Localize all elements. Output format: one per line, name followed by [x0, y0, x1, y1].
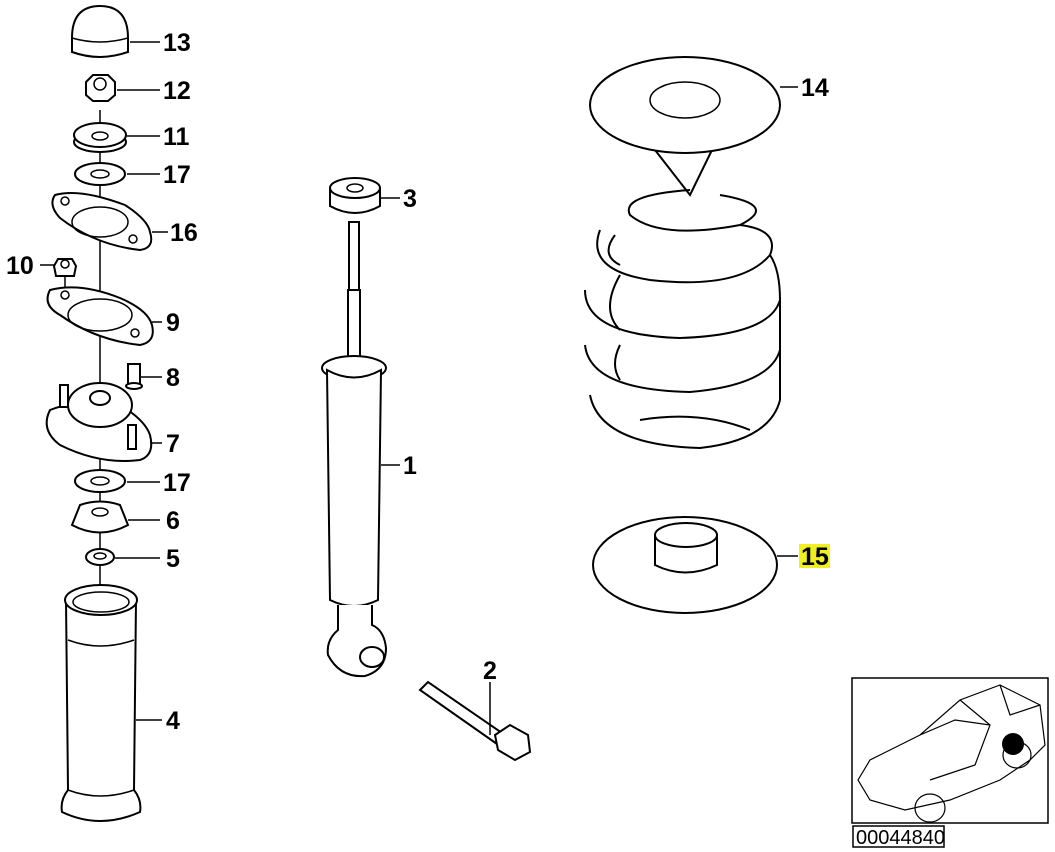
callout-1[interactable]: 1: [403, 452, 417, 480]
vehicle-location-inset: 00044840: [851, 677, 1049, 849]
callout-15-highlight: [799, 544, 830, 568]
coil-spring: [584, 189, 782, 450]
part-13-cap: [71, 4, 129, 58]
callout-10[interactable]: 10: [6, 252, 34, 280]
callout-8[interactable]: 8: [166, 364, 180, 392]
callout-17-lower[interactable]: 17: [163, 469, 191, 497]
part-14-upper-spring-seat: [589, 56, 781, 197]
part-15-lower-spring-seat: [592, 516, 778, 614]
part-4-dust-boot: [60, 584, 142, 822]
callout-7[interactable]: 7: [166, 430, 180, 458]
part-16-gasket: [51, 192, 153, 252]
leader-lines: [40, 41, 798, 735]
part-11-support-disc: [73, 122, 127, 153]
part-5-ring: [85, 548, 115, 566]
callout-17-upper[interactable]: 17: [163, 161, 191, 189]
callout-5[interactable]: 5: [166, 545, 180, 573]
part-3-bushing: [329, 177, 381, 214]
car-outline-icon: [857, 684, 1046, 823]
diagram-code: 00044840: [856, 827, 945, 849]
part-17-washer-upper: [74, 162, 126, 186]
callout-15[interactable]: 15: [801, 543, 829, 571]
callout-3[interactable]: 3: [403, 185, 417, 213]
part-9-plate: [46, 286, 154, 347]
callout-2[interactable]: 2: [483, 657, 497, 685]
location-marker-icon: [1002, 733, 1024, 755]
callout-16[interactable]: 16: [170, 219, 198, 247]
part-17-washer-lower: [74, 469, 126, 493]
part-7-strut-mount: [45, 382, 153, 462]
callout-4[interactable]: 4: [166, 707, 180, 735]
callout-6[interactable]: 6: [166, 507, 180, 535]
part-10-flange-nut: [52, 258, 78, 277]
callout-9[interactable]: 9: [166, 309, 180, 337]
part-6-bump-stop: [70, 500, 130, 534]
part-12-nut: [85, 74, 116, 102]
part-2-bolt: [418, 680, 532, 762]
callout-14[interactable]: 14: [801, 74, 829, 102]
callout-11[interactable]: 11: [163, 123, 190, 151]
part-8-stud: [125, 363, 143, 390]
callout-12[interactable]: 12: [163, 77, 191, 105]
part-1-shock-absorber: [321, 221, 388, 678]
callout-13[interactable]: 13: [163, 29, 191, 57]
